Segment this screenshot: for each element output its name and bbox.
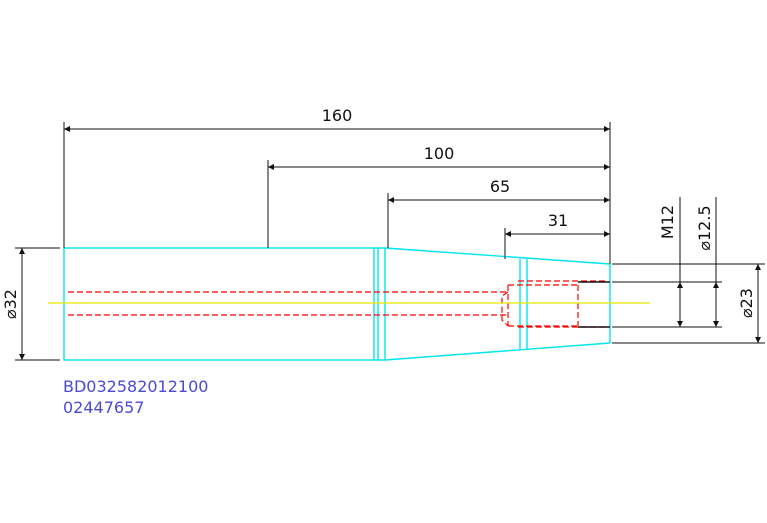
part-code: 02447657	[63, 398, 144, 417]
part-number: BD032582012100	[63, 377, 208, 396]
dim-m12-label: M12	[658, 205, 677, 239]
dim-31-label: 31	[548, 211, 568, 230]
dim-d12-5-label: ⌀12.5	[695, 205, 714, 250]
dim-d23-label: ⌀23	[737, 288, 756, 318]
dim-d32-label: ⌀32	[1, 289, 20, 319]
hidden-bore	[68, 280, 606, 328]
taper-bottom	[374, 342, 611, 361]
dim-65-label: 65	[490, 177, 510, 196]
taper-top	[374, 247, 611, 265]
dim-160-label: 160	[322, 106, 353, 125]
thread-end	[578, 281, 610, 328]
part-outline	[63, 247, 611, 361]
shank-body	[63, 247, 375, 361]
dim-100-label: 100	[424, 144, 455, 163]
dimension-lines	[15, 122, 765, 361]
